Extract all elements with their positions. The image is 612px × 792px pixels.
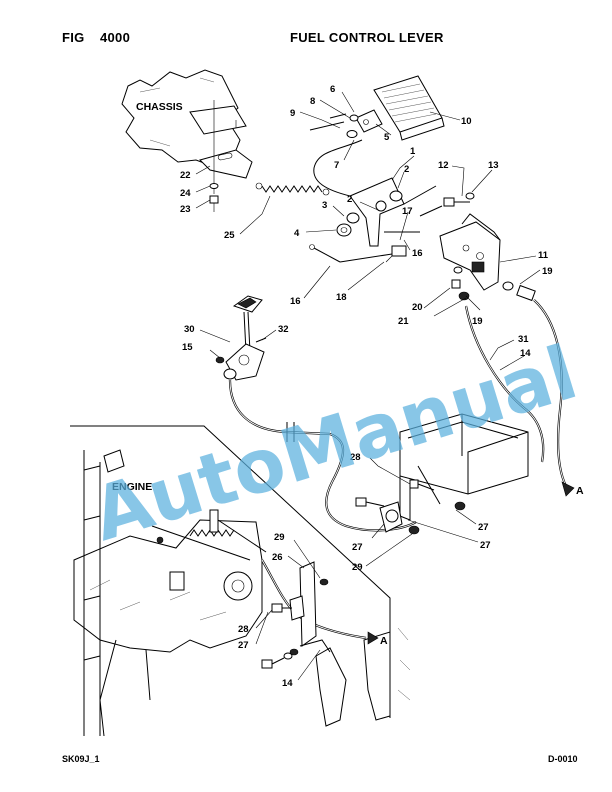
section-label-engine: ENGINE [112,481,152,493]
callout-23: 23 [180,204,191,215]
callout-27c: 27 [352,542,363,553]
callout-29a: 29 [274,532,285,543]
callout-7: 7 [334,160,339,171]
callout-16a: 16 [412,248,423,259]
callout-28b: 28 [238,624,249,635]
callout-24: 24 [180,188,191,199]
slotted-plate [199,132,253,194]
connection-marker-a-engine: A [380,635,388,647]
callout-2b: 2 [404,164,409,175]
section-label-chassis: CHASSIS [136,101,183,113]
callout-27a: 27 [478,522,489,533]
callout-27b: 27 [480,540,491,551]
callout-21: 21 [398,316,409,327]
callout-10: 10 [461,116,472,127]
page-title: FUEL CONTROL LEVER [290,30,444,45]
throttle-body [215,337,267,381]
cable-ferrule [502,281,536,302]
callout-13: 13 [488,160,499,171]
figure-label: FIG [62,30,85,45]
callout-22: 22 [180,170,191,181]
throttle-cable [228,379,417,532]
callout-26: 26 [272,552,283,563]
callout-30: 30 [184,324,195,335]
callout-14a: 14 [520,348,531,359]
return-cable [464,305,545,463]
leader-lines [195,91,541,681]
hand-throttle-lever [232,295,263,353]
callout-20: 20 [412,302,423,313]
callout-19b: 19 [472,316,483,327]
callout-3: 3 [322,200,327,211]
accelerator-pedal [373,75,445,141]
return-spring [255,182,330,196]
cable-clevis [309,244,407,263]
callout-12: 12 [438,160,449,171]
callout-19a: 19 [542,266,553,277]
washer-and-bolt [209,183,219,212]
control-lever [349,177,443,247]
callout-16b: 16 [290,296,301,307]
bracket-plate [439,213,501,291]
drawing-code-left: SK09J_1 [62,754,100,764]
bolts-bracket [443,192,475,301]
callout-27-engine: 27 [238,640,249,651]
callout-31: 31 [518,334,529,345]
pedal-cable [533,299,567,487]
drawing-code-right: D-0010 [548,754,578,764]
callout-29b: 29 [352,562,363,573]
callout-8: 8 [310,96,315,107]
callout-14b: 14 [282,678,293,689]
mounting-bracket [189,100,247,135]
callout-17: 17 [402,206,413,217]
watermark-text: AutoManual [83,330,587,559]
callout-1: 1 [410,146,416,157]
arrow-marker-a-top [561,481,575,497]
callout-32: 32 [278,324,289,335]
engine-bracket [261,561,331,669]
callout-6: 6 [330,84,335,95]
callout-28a: 28 [350,452,361,463]
pedal-rod [313,139,371,205]
callout-2a: 2 [347,194,352,205]
callout-15: 15 [182,342,193,353]
callout-25: 25 [224,230,235,241]
connection-marker-a-top: A [576,485,584,497]
callout-5: 5 [384,132,390,143]
support-frame [399,413,529,521]
callout-18: 18 [336,292,347,303]
pedal-hinge-bracket [309,109,383,138]
figure-number: 4000 [100,30,131,45]
callout-4: 4 [294,228,300,239]
injection-pump-lever [151,509,267,601]
bushings [336,190,403,237]
engine-block [73,449,411,737]
callout-9: 9 [290,108,295,119]
callout-labels: 1 2 2 3 4 5 6 7 8 9 10 11 12 13 14 14 15… [180,84,553,689]
callout-11: 11 [538,250,549,261]
